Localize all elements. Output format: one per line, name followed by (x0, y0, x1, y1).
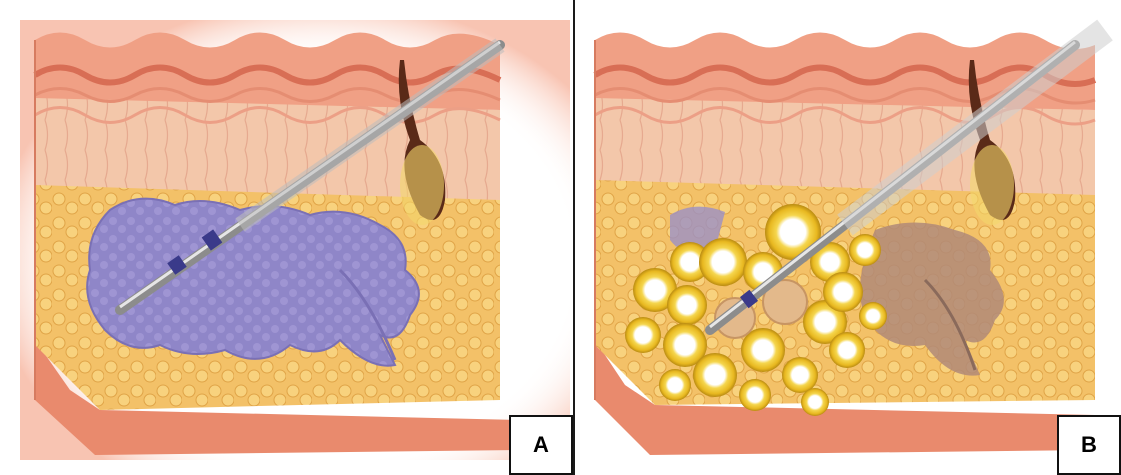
skin-cross-section-a (0, 0, 575, 475)
panel-b: B (575, 0, 1121, 475)
skin-cross-section-b (575, 0, 1121, 475)
dermis-layer (595, 95, 1095, 195)
panel-a: A (0, 0, 575, 475)
panel-label-a: A (509, 415, 573, 475)
panel-label-b: B (1057, 415, 1121, 475)
